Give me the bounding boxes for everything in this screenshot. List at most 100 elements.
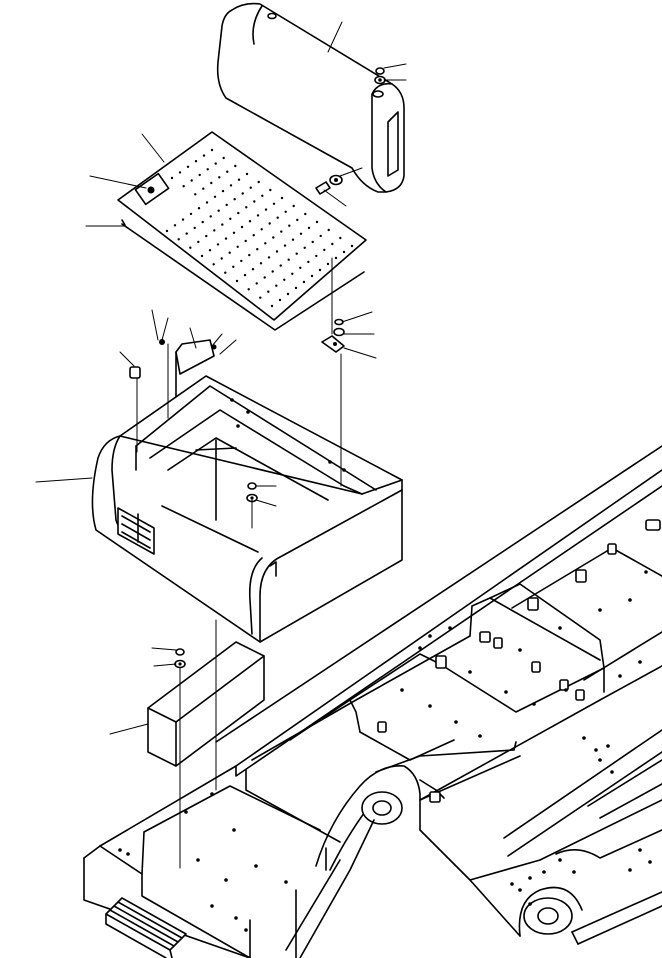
plate-hole: [197, 207, 201, 210]
plate-hole: [292, 204, 295, 208]
frame-hole: [598, 758, 602, 762]
plate-hole: [202, 187, 205, 190]
plate-hole: [288, 224, 291, 227]
frame-hole: [196, 858, 200, 862]
plate-hole: [331, 242, 334, 246]
plate-hole: [334, 256, 338, 260]
plate-hole: [287, 258, 290, 261]
frame-hole: [184, 810, 188, 814]
plate-hole: [240, 225, 244, 229]
plate-hole: [212, 263, 215, 266]
plate-hole: [296, 218, 299, 222]
frame-hole: [644, 570, 648, 574]
plate-hole: [256, 214, 260, 217]
plate-hole: [232, 265, 235, 268]
plate-hole: [248, 253, 251, 257]
plate-hole: [226, 170, 229, 173]
plate-hole: [270, 304, 274, 308]
plate-hole: [220, 257, 223, 260]
plate-hole: [229, 184, 233, 187]
plate-hole: [173, 224, 177, 227]
frame-hole: [468, 670, 472, 674]
plate-hole: [193, 226, 196, 230]
plate-hole: [268, 222, 271, 225]
plate-hole: [229, 217, 232, 220]
frame-holes: [118, 570, 652, 932]
frame-hole: [518, 648, 522, 652]
frame-hole: [558, 858, 562, 862]
plate-hole: [194, 193, 197, 196]
perforated-plate: [117, 131, 367, 331]
plate-hole: [299, 266, 302, 269]
plate-hole: [189, 246, 192, 249]
plate-hole: [284, 210, 287, 213]
plate-hole: [323, 248, 326, 252]
plate-hole: [275, 250, 279, 253]
frame-hole: [454, 720, 458, 724]
frame-hole: [126, 852, 130, 856]
plate-hole: [216, 243, 220, 246]
plate-hole: [198, 173, 201, 177]
frame-hole: [224, 878, 228, 882]
frame-hole: [628, 868, 632, 872]
plate-hole: [294, 286, 298, 290]
frame-hole: [594, 748, 598, 752]
frame-hole: [510, 882, 514, 886]
frame-hole: [648, 860, 652, 864]
plate-hole: [225, 203, 228, 207]
box-bolts: [246, 482, 258, 503]
plate-hole: [264, 208, 268, 211]
plate-hole: [319, 234, 322, 238]
frame-hole: [542, 870, 546, 874]
plate-hole: [271, 270, 274, 273]
plate-hole: [291, 238, 295, 241]
plate-hole: [189, 212, 193, 216]
frame-hole: [628, 598, 632, 602]
plate-hole: [350, 244, 354, 248]
frame-hole: [572, 870, 576, 874]
lower-bracket-box: [147, 641, 265, 767]
plate-hole: [260, 228, 263, 231]
plate-hole: [206, 168, 209, 171]
plate-hole: [256, 248, 259, 251]
plate-hole: [302, 280, 306, 284]
plate-hole: [201, 220, 204, 224]
plate-hole: [249, 186, 252, 189]
plate-hole: [165, 229, 169, 233]
frame-hole: [638, 660, 642, 664]
plate-hole: [269, 188, 272, 192]
plate-hole: [213, 195, 217, 198]
plate-hole: [240, 259, 243, 263]
plate-hole: [248, 220, 252, 223]
plate-hole: [200, 254, 204, 258]
frame-hole: [618, 674, 622, 678]
plate-hole: [252, 234, 255, 237]
frame-hole: [564, 688, 568, 692]
plate-hole: [299, 232, 303, 235]
plate-hole: [194, 160, 198, 163]
plate-hole: [280, 230, 283, 233]
plate-hole: [224, 237, 228, 240]
plate-hole: [275, 284, 278, 287]
frame-hole: [448, 626, 452, 630]
plate-hole: [232, 231, 236, 234]
plate-hole: [243, 273, 247, 277]
plate-hole: [177, 238, 180, 241]
plate-hole: [182, 185, 185, 188]
top-cover: [216, 2, 405, 193]
plate-hole: [197, 240, 200, 244]
plate-hole: [259, 296, 262, 299]
frame-hole: [532, 702, 536, 706]
plate-hole: [253, 200, 256, 203]
plate-hole: [295, 252, 298, 255]
plate-hole: [178, 171, 182, 174]
plate-hole: [303, 246, 306, 249]
plate-hole: [310, 274, 314, 278]
plate-hole: [267, 256, 271, 259]
frame-hole: [210, 904, 214, 908]
plate-hole: [214, 162, 217, 165]
plate-hole: [228, 251, 231, 254]
plate-hole: [202, 154, 206, 157]
plate-hole: [318, 268, 322, 272]
